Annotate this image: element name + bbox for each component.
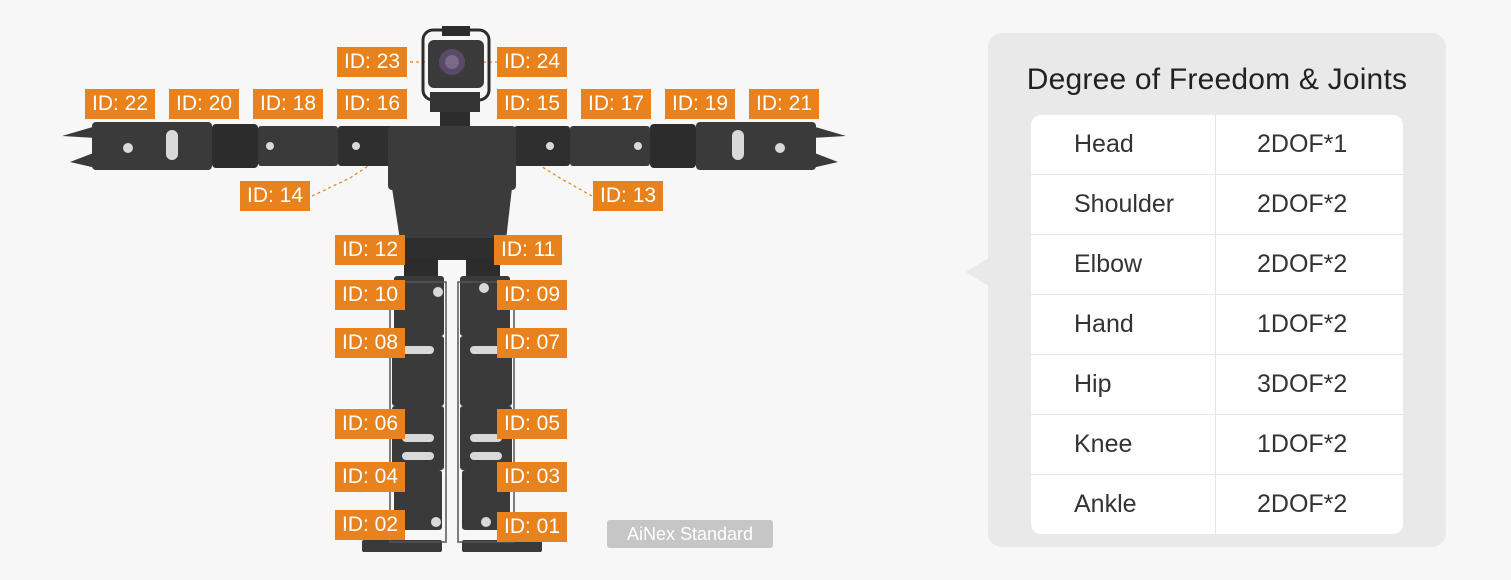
dof-value: 2DOF*2 bbox=[1257, 490, 1348, 518]
servo-label-id10: ID: 10 bbox=[335, 280, 406, 310]
dof-value: 2DOF*2 bbox=[1257, 190, 1348, 218]
servo-label-id24: ID: 24 bbox=[497, 47, 568, 77]
head bbox=[421, 26, 491, 126]
servo-label-id12: ID: 12 bbox=[335, 235, 406, 265]
servo-label-id23: ID: 23 bbox=[337, 47, 408, 77]
dof-value: 1DOF*2 bbox=[1257, 430, 1348, 458]
servo-label-id17: ID: 17 bbox=[581, 89, 652, 119]
leg-slots bbox=[402, 283, 502, 527]
torso bbox=[388, 126, 516, 260]
dof-joint-label: Knee bbox=[1031, 415, 1216, 474]
dof-value: 2DOF*1 bbox=[1257, 130, 1348, 158]
dof-row-hand: Hand 1DOF*2 bbox=[1031, 295, 1403, 355]
robot-illustration bbox=[62, 26, 846, 552]
servo-label-id02: ID: 02 bbox=[335, 510, 406, 540]
dof-row-knee: Knee 1DOF*2 bbox=[1031, 415, 1403, 475]
servo-label-id03: ID: 03 bbox=[497, 462, 568, 492]
servo-label-id11: ID: 11 bbox=[494, 235, 563, 265]
panel-pointer bbox=[966, 258, 988, 286]
servo-label-id15: ID: 15 bbox=[497, 89, 568, 119]
servo-label-id16: ID: 16 bbox=[337, 89, 408, 119]
dof-panel-title: Degree of Freedom & Joints bbox=[1026, 63, 1408, 96]
dof-row-elbow: Elbow 2DOF*2 bbox=[1031, 235, 1403, 295]
dof-row-head: Head 2DOF*1 bbox=[1031, 115, 1403, 175]
servo-label-id09: ID: 09 bbox=[497, 280, 568, 310]
dof-joint-label: Hip bbox=[1031, 355, 1216, 414]
robot-model-badge: AiNex Standard bbox=[607, 520, 773, 548]
servo-label-id05: ID: 05 bbox=[497, 409, 568, 439]
dof-value: 1DOF*2 bbox=[1257, 310, 1348, 338]
servo-label-id13: ID: 13 bbox=[593, 181, 664, 211]
arm-details bbox=[123, 130, 785, 160]
servo-label-id04: ID: 04 bbox=[335, 462, 406, 492]
dof-table: Head 2DOF*1 Shoulder 2DOF*2 Elbow 2DOF*2… bbox=[1031, 115, 1403, 534]
dof-value: 3DOF*2 bbox=[1257, 370, 1348, 398]
dof-joint-label: Hand bbox=[1031, 295, 1216, 354]
dof-panel: Degree of Freedom & Joints Head 2DOF*1 S… bbox=[988, 33, 1446, 547]
dof-joint-label: Ankle bbox=[1031, 475, 1216, 534]
dof-joint-label: Head bbox=[1031, 115, 1216, 174]
left-arm bbox=[62, 122, 394, 170]
dof-row-shoulder: Shoulder 2DOF*2 bbox=[1031, 175, 1403, 235]
servo-label-id21: ID: 21 bbox=[749, 89, 820, 119]
dof-joint-label: Elbow bbox=[1031, 235, 1216, 294]
dof-row-ankle: Ankle 2DOF*2 bbox=[1031, 475, 1403, 534]
dof-value: 2DOF*2 bbox=[1257, 250, 1348, 278]
servo-label-id18: ID: 18 bbox=[253, 89, 324, 119]
servo-label-id14: ID: 14 bbox=[240, 181, 311, 211]
servo-label-id06: ID: 06 bbox=[335, 409, 406, 439]
right-arm bbox=[514, 122, 846, 170]
servo-label-id01: ID: 01 bbox=[497, 512, 568, 542]
servo-label-id20: ID: 20 bbox=[169, 89, 240, 119]
dof-row-hip: Hip 3DOF*2 bbox=[1031, 355, 1403, 415]
servo-label-id08: ID: 08 bbox=[335, 328, 406, 358]
servo-label-id22: ID: 22 bbox=[85, 89, 156, 119]
dof-joint-label: Shoulder bbox=[1031, 175, 1216, 234]
servo-label-id19: ID: 19 bbox=[665, 89, 736, 119]
servo-label-id07: ID: 07 bbox=[497, 328, 568, 358]
